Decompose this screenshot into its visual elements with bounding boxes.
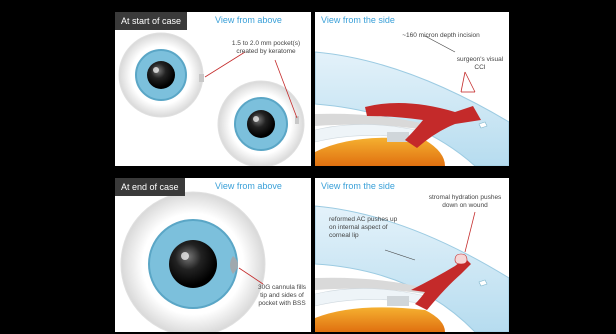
- panel-bottom-left: At end of case View from above 30G cannu…: [115, 178, 311, 332]
- eye-above-end-illustration: [115, 178, 311, 332]
- hydration-droplet: [455, 254, 467, 264]
- cannula-note: 30G cannula fills tip and sides of pocke…: [255, 284, 309, 308]
- reformed-ac-note: reformed AC pushes up on internal aspect…: [329, 216, 399, 240]
- panel-top-right: View from the side ~160 micron depth inc…: [315, 12, 509, 166]
- panel-bottom-right: View from the side stromal hydration pus…: [315, 178, 509, 332]
- eye-pupil-1: [147, 61, 175, 89]
- lens-shape: [315, 138, 445, 166]
- panel-top-left: At start of case View from above 1.5 to …: [115, 12, 311, 166]
- eye-pupil-2: [247, 110, 275, 138]
- surgeon-cci-note: surgeon's visual CCI: [455, 56, 505, 72]
- stromal-hydration-note: stromal hydration pushes down on wound: [427, 194, 503, 210]
- view-label-above: View from above: [215, 15, 282, 25]
- eyes-above-illustration: [115, 12, 311, 166]
- pocket-note: 1.5 to 2.0 mm pocket(s) created by kerat…: [227, 40, 305, 56]
- tag-start-of-case: At start of case: [115, 12, 187, 30]
- depth-incision-note: ~160 micron depth incision: [381, 32, 501, 40]
- view-label-side: View from the side: [321, 15, 395, 25]
- tag-end-of-case: At end of case: [115, 178, 185, 196]
- eye-pupil-large: [169, 240, 217, 288]
- pocket-mark-1: [199, 74, 204, 82]
- lens-shape-end: [315, 307, 445, 332]
- view-label-above-end: View from above: [215, 181, 282, 191]
- view-label-side-end: View from the side: [321, 181, 395, 191]
